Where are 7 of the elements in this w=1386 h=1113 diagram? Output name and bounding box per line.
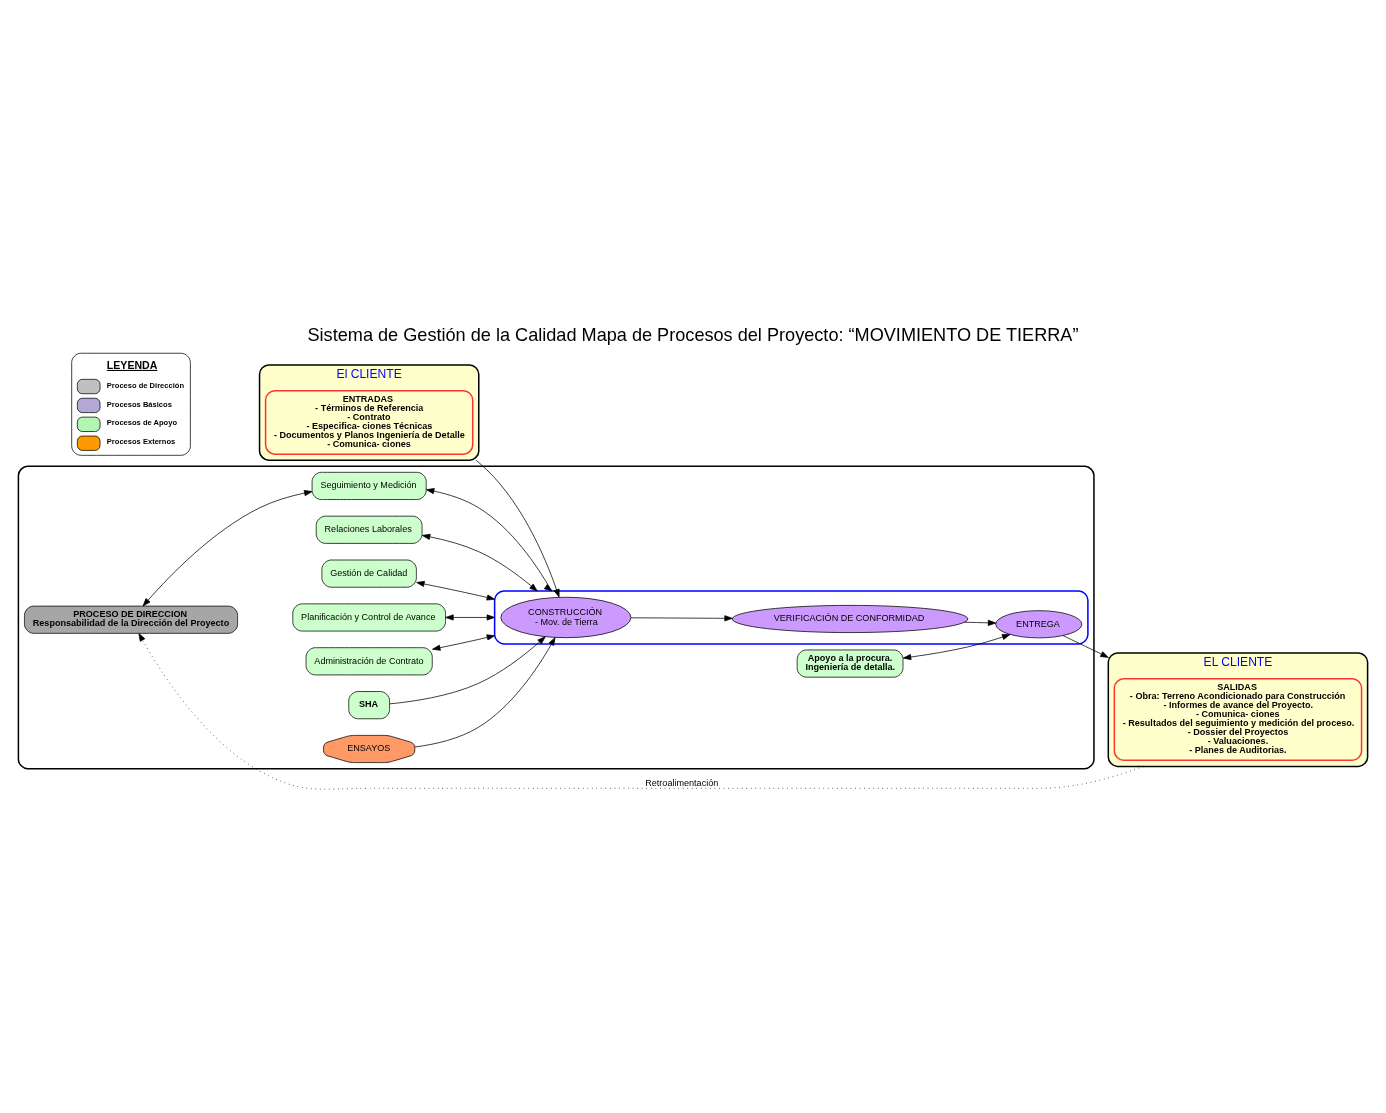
legend-label: Procesos Externos bbox=[106, 437, 176, 447]
legend-label: Proceso de Dirección bbox=[106, 380, 185, 390]
legend-label: Procesos Básicos bbox=[106, 399, 172, 409]
diagram-title: Sistema de Gestión de la Calidad Mapa de Procesos del Proyecto: “MOVIMIENTO DE TIERRA” bbox=[307, 324, 1079, 345]
edge-label: Retroalimentación bbox=[645, 777, 719, 788]
legend-label: Procesos de Apoyo bbox=[106, 418, 178, 428]
label: LEYENDA bbox=[106, 358, 158, 371]
